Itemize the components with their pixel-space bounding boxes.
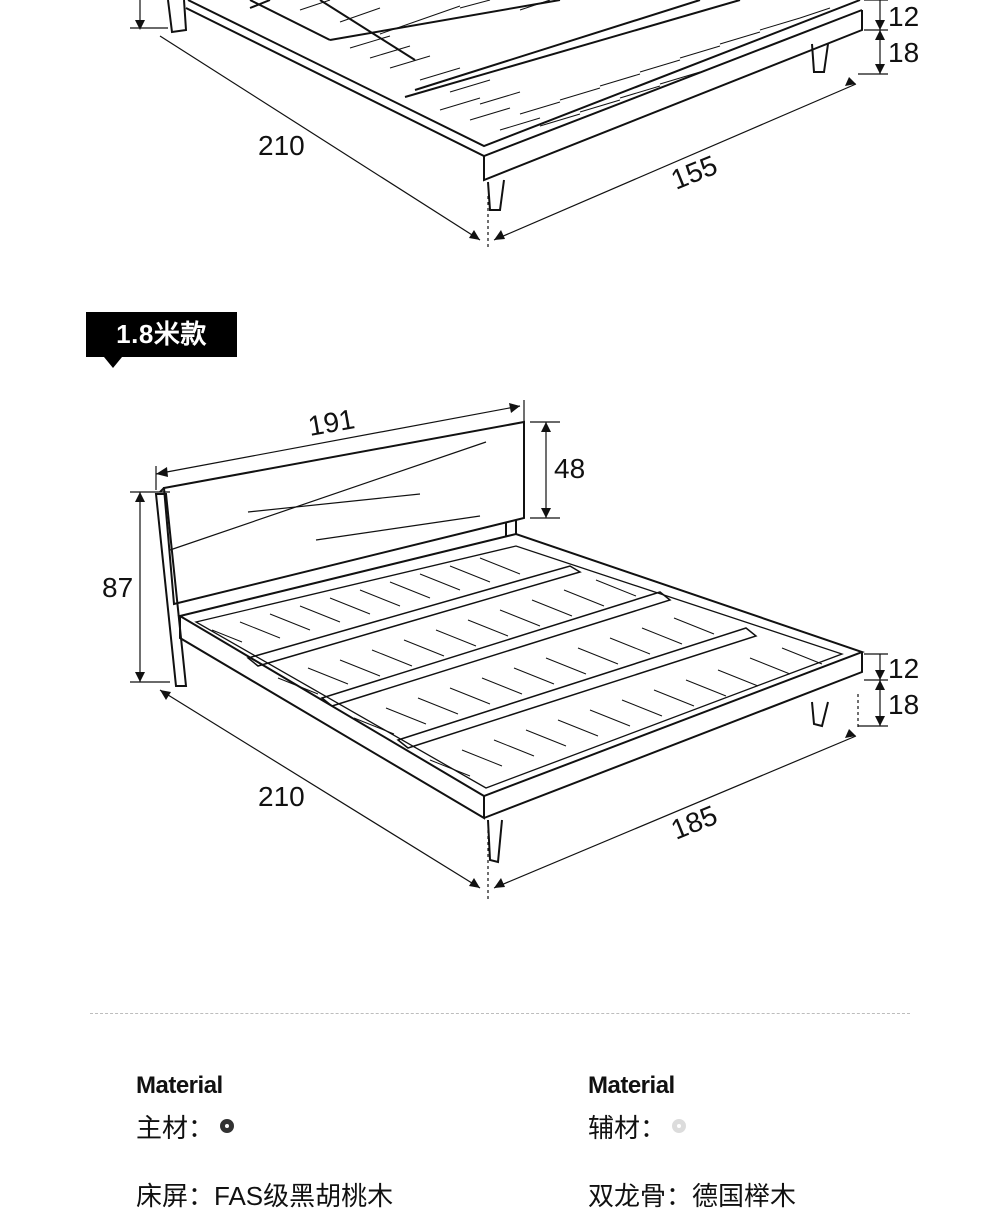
top-dim-width: 155 [667,149,722,195]
secondary-material-detail: 双龙骨：德国榉木 [588,1181,797,1211]
bottom-dim-width: 185 [667,799,722,845]
primary-material-block: Material 主材： 床屏：FAS级黑胡桃木 [136,1072,393,1211]
top-dim-leg-height: 18 [888,37,919,68]
primary-material-dot-icon [220,1119,235,1133]
size-badge: 1.8米款 [86,312,237,368]
top-bed-diagram: 12 18 210 155 [0,0,990,260]
primary-material-label: 主材： [136,1112,215,1143]
top-dim-frame-height: 12 [888,1,919,32]
section-divider [90,1013,910,1014]
primary-material-row: 主材： [136,1106,235,1146]
top-bed-drawing: 12 18 210 155 [130,0,919,248]
secondary-material-row: 辅材： [588,1106,687,1146]
primary-material-title: Material [136,1072,223,1099]
bottom-bed-diagram: 191 48 87 12 18 210 185 [0,390,990,910]
bottom-dim-total-height: 87 [102,572,133,603]
bottom-dim-headboard-height: 48 [554,453,585,484]
bottom-dim-length: 210 [258,781,305,812]
secondary-material-title: Material [588,1072,675,1099]
secondary-material-block: Material 辅材： 双龙骨：德国榉木 [588,1072,796,1211]
secondary-material-dot-icon [672,1119,687,1133]
bottom-dim-leg-height: 18 [888,689,919,720]
secondary-material-label: 辅材： [588,1112,667,1143]
bottom-bed-drawing: 191 48 87 12 18 210 185 [102,400,919,900]
bottom-dim-headboard-width: 191 [306,403,357,442]
primary-material-detail: 床屏：FAS级黑胡桃木 [136,1181,394,1211]
top-dim-length: 210 [258,130,305,161]
bottom-dim-frame-height: 12 [888,653,919,684]
